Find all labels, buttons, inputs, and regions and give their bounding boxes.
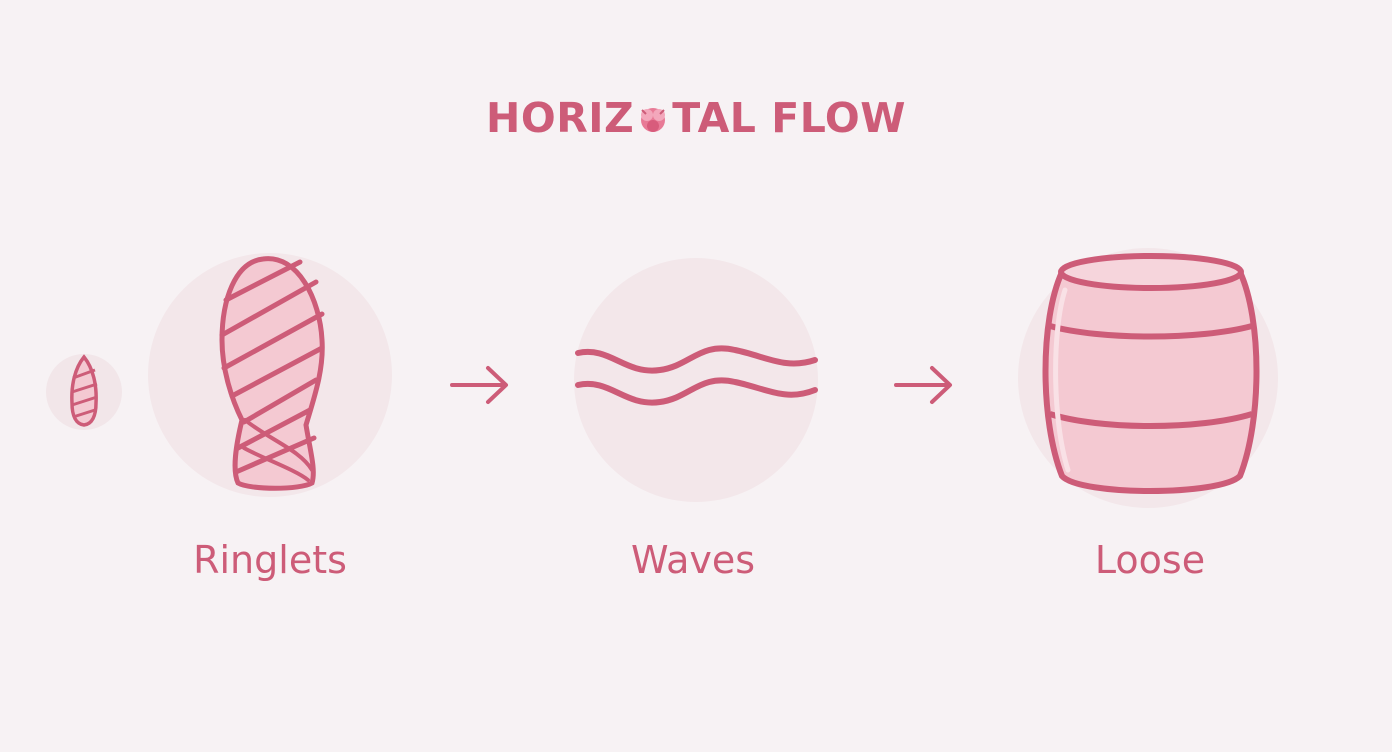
title-text-end: TAL FLOW: [672, 94, 906, 142]
small-ringlet-icon: [46, 354, 122, 430]
diagram-title: HORIZ TAL FLOW: [0, 94, 1392, 142]
arrow-right-icon: [450, 366, 508, 404]
stage-label-ringlets: Ringlets: [193, 538, 347, 582]
arrow-right-icon: [894, 366, 952, 404]
ringlet-spiral-icon: [148, 253, 392, 497]
stage-label-waves: Waves: [630, 538, 756, 582]
title-text-start: HORIZ: [486, 94, 635, 142]
flower-icon: [641, 108, 666, 132]
barrel-icon: [1018, 248, 1278, 508]
wave-lines-icon: [574, 258, 818, 502]
stage-label-loose: Loose: [1094, 538, 1206, 582]
